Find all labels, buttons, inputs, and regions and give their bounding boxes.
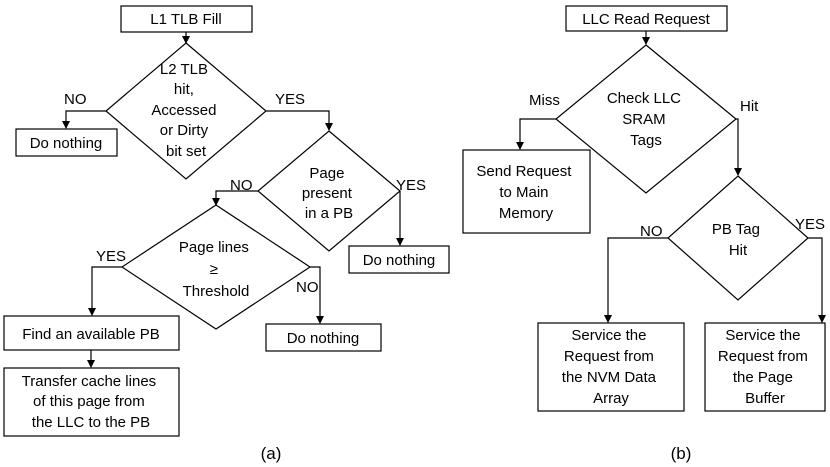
send-request-box	[462, 149, 591, 234]
page-present-decision-label: Page present in a PB	[302, 165, 356, 222]
l2-tlb-line-5: bit set	[166, 143, 207, 160]
service-nvm-line-3: the NVM Data	[562, 369, 657, 386]
l2-yes-label: YES	[275, 91, 305, 108]
threshold-decision-label: Page lines ≥ Threshold	[179, 239, 253, 300]
threshold-yes-label: YES	[96, 248, 126, 265]
panel-b: LLC Read Request Check LLC SRAM Tags Mis…	[462, 5, 826, 463]
l1-tlb-fill-box	[120, 5, 253, 33]
threshold-line-1: Page lines	[179, 239, 249, 256]
llc-read-request-label: LLC Read Request	[582, 11, 710, 28]
l2-tlb-line-2: hit,	[174, 81, 194, 98]
send-request-line-1: Send Request	[476, 163, 572, 180]
service-nvm-line-1: Service the	[571, 327, 646, 344]
page-present-line-1: Page	[309, 165, 344, 182]
page-present-line-2: present	[302, 185, 353, 202]
service-page-line-3: the Page	[733, 369, 793, 386]
l2-tlb-decision-diamond	[105, 42, 267, 180]
edge-pb-tag-no	[604, 237, 668, 323]
l2-tlb-line-3: Accessed	[151, 102, 216, 119]
edge-threshold-no	[310, 266, 324, 324]
edge-llc-miss	[516, 118, 556, 150]
service-page-line-1: Service the	[725, 327, 800, 344]
do-nothing-box-1	[15, 128, 118, 157]
do-nothing-label-1: Do nothing	[30, 135, 103, 152]
llc-sram-line-3: Tags	[630, 132, 662, 149]
pb-tag-line-1: PB Tag	[712, 221, 760, 238]
service-nvm-line-2: Request from	[564, 348, 654, 365]
find-pb-label: Find an available PB	[22, 326, 160, 343]
threshold-line-3: Threshold	[183, 283, 250, 300]
llc-sram-decision-label: Check LLC SRAM Tags	[607, 90, 685, 149]
llc-sram-line-2: SRAM	[622, 111, 665, 128]
llc-miss-label: Miss	[529, 92, 560, 109]
page-present-decision-diamond	[257, 130, 401, 252]
do-nothing-label-2: Do nothing	[363, 252, 436, 269]
llc-read-request-box	[565, 5, 728, 32]
edge-pb-tag-yes	[808, 237, 826, 323]
pb-tag-no-label: NO	[640, 223, 663, 240]
transfer-line-3: the LLC to the PB	[32, 414, 150, 431]
service-page-buffer-box	[704, 322, 826, 412]
transfer-box	[3, 367, 180, 437]
pb-tag-decision-label: PB Tag Hit	[712, 221, 764, 259]
pb-tag-yes-label: YES	[795, 216, 825, 233]
llc-sram-decision-diamond	[555, 44, 737, 194]
edge-llc-hit	[734, 118, 742, 176]
service-nvm-line-4: Array	[593, 390, 629, 407]
service-page-buffer-label: Service the Request from the Page Buffer	[718, 327, 812, 407]
page-present-no-label: NO	[230, 177, 253, 194]
edge-threshold-yes	[88, 266, 122, 316]
threshold-no-label: NO	[296, 279, 319, 296]
send-request-label: Send Request to Main Memory	[476, 163, 575, 222]
transfer-line-1: Transfer cache lines	[22, 373, 157, 390]
threshold-line-2: ≥	[210, 261, 218, 278]
do-nothing-label-3: Do nothing	[287, 330, 360, 347]
transfer-line-2: of this page from	[33, 393, 145, 410]
threshold-decision-diamond	[120, 204, 312, 330]
send-request-line-2: to Main	[499, 184, 548, 201]
l2-tlb-line-4: or Dirty	[160, 122, 209, 139]
edge-l2-no	[62, 110, 106, 129]
l2-tlb-line-1: L2 TLB	[160, 61, 208, 78]
llc-sram-line-1: Check LLC	[607, 90, 681, 107]
do-nothing-box-3	[265, 323, 382, 352]
page-present-line-3: in a PB	[305, 205, 353, 222]
page-present-yes-label: YES	[396, 177, 426, 194]
pb-tag-decision-diamond	[667, 175, 809, 301]
edge-page-present-no	[212, 190, 258, 206]
transfer-label: Transfer cache lines of this page from t…	[22, 373, 161, 431]
l1-tlb-fill-label: L1 TLB Fill	[150, 11, 221, 28]
find-pb-box	[3, 315, 180, 351]
send-request-line-3: Memory	[499, 205, 554, 222]
edge-l2-yes	[266, 110, 333, 131]
panel-b-caption: (b)	[671, 444, 692, 463]
l2-no-label: NO	[64, 91, 87, 108]
l2-tlb-decision-label: L2 TLB hit, Accessed or Dirty bit set	[151, 61, 220, 160]
service-page-line-2: Request from	[718, 348, 808, 365]
do-nothing-box-2	[348, 245, 450, 274]
panel-a: L1 TLB Fill L2 TLB hit, Accessed or Dirt…	[3, 5, 450, 463]
service-page-line-4: Buffer	[745, 390, 785, 407]
service-nvm-label: Service the Request from the NVM Data Ar…	[562, 327, 660, 407]
service-nvm-box	[537, 322, 685, 412]
llc-hit-label: Hit	[740, 98, 759, 115]
panel-a-caption: (a)	[261, 444, 282, 463]
pb-tag-line-2: Hit	[729, 242, 748, 259]
